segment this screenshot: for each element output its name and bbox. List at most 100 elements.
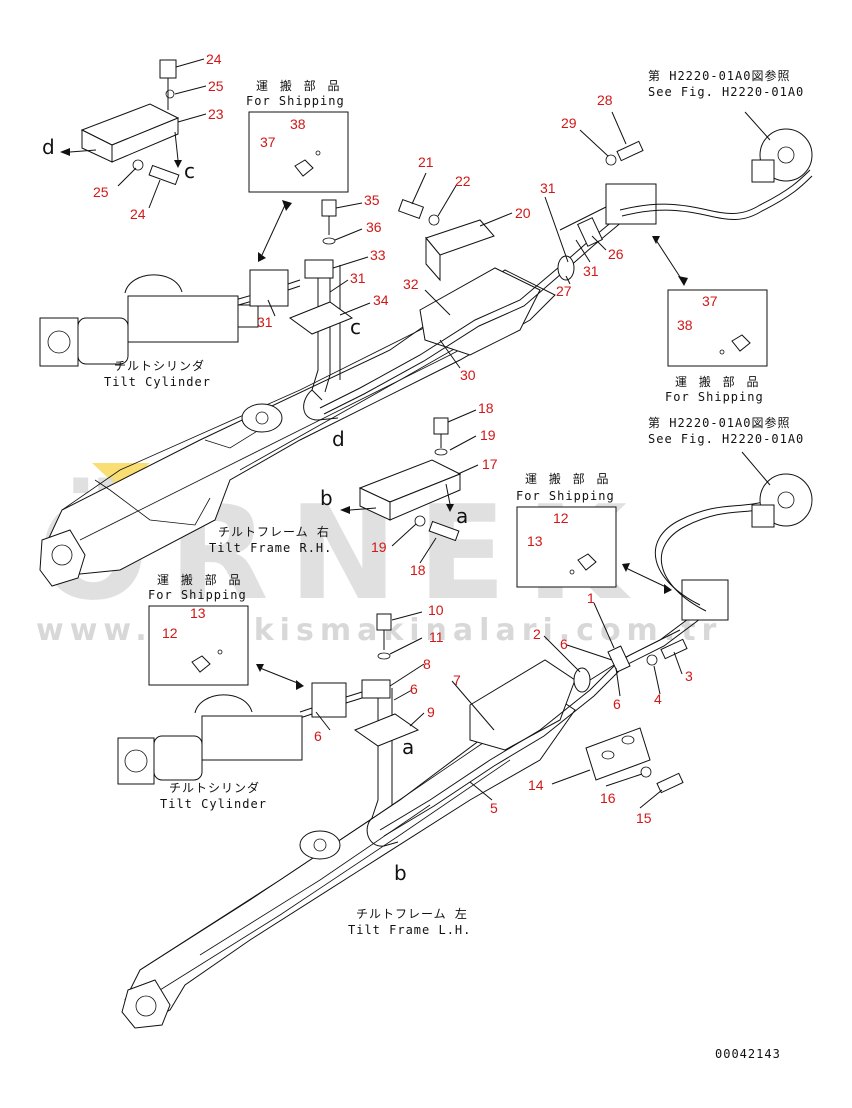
callout-6-center: 6 (410, 681, 418, 697)
shipping-box-lower-left (148, 605, 249, 686)
tilt-cylinder-label-jp-2: チルトシリンダ (169, 780, 260, 795)
bracket-14 (585, 727, 651, 781)
tilt-frame-rh-clevis (39, 529, 86, 587)
callout-38-upper-right: 38 (677, 317, 693, 333)
text-labels: 運 搬 部 品 For Shipping 運 搬 部 品 For Shippin… (104, 68, 804, 1061)
shipping-label-jp-1: 運 搬 部 品 (256, 78, 343, 93)
nut-12-left (191, 655, 211, 673)
detail-frame-hose-rh (605, 183, 657, 225)
part-number-callouts: 24 25 23 25 24 38 37 21 22 20 35 36 33 3… (93, 51, 718, 826)
bolt-28 (616, 140, 644, 162)
step-assembly-17 (340, 417, 462, 542)
callout-10: 10 (428, 602, 444, 618)
callout-14: 14 (528, 777, 544, 793)
washer-38 (315, 150, 321, 156)
callout-13-left: 13 (190, 605, 206, 621)
washer-4 (646, 654, 658, 666)
view-letter-d-top: d (42, 135, 55, 159)
washer-13 (569, 569, 575, 575)
callout-4: 4 (654, 691, 662, 707)
callout-38-upper-left: 38 (290, 116, 306, 132)
bolt-18-lower (428, 520, 460, 542)
bolt-3 (660, 638, 688, 660)
callout-33: 33 (370, 247, 386, 263)
bolt-10 (376, 613, 392, 631)
shipping-label-jp-4: 運 搬 部 品 (157, 572, 244, 587)
nut-37 (294, 159, 314, 177)
nut-12 (577, 553, 597, 571)
view-letter-b-step: b (320, 486, 333, 510)
fitting-6 (607, 645, 631, 673)
callout-19-top: 19 (480, 427, 496, 443)
washer-29 (605, 154, 617, 166)
washer-19-lower (414, 515, 426, 527)
callout-2: 2 (533, 626, 541, 642)
step-assembly-20 (397, 198, 495, 282)
leader-lines (117, 58, 683, 809)
ref-label-jp-2: 第 H2220-01A0図参照 (648, 415, 790, 430)
callout-11: 11 (429, 629, 444, 645)
callout-30: 30 (460, 367, 476, 383)
upper-assembly (39, 111, 813, 587)
washer-38-right (719, 349, 725, 355)
callout-22: 22 (455, 173, 471, 189)
ref-label-jp-1: 第 H2220-01A0図参照 (648, 68, 790, 83)
tilt-frame-rh-label-en: Tilt Frame R.H. (209, 541, 332, 555)
cover-7 (469, 659, 576, 751)
plate-9 (353, 713, 420, 747)
detail-frame-6 (311, 682, 347, 718)
nut-37-right (731, 334, 751, 352)
callout-37-upper-right: 37 (702, 293, 718, 309)
pivot-lug-lh (299, 830, 341, 860)
tilt-frame-lh-clevis (121, 979, 171, 1029)
ref-label-en-2: See Fig. H2220-01A0 (648, 432, 804, 446)
callout-25-top: 25 (208, 78, 224, 94)
watermark-accent (92, 463, 150, 490)
callout-9: 9 (427, 704, 435, 720)
callout-18-lower: 18 (410, 562, 426, 578)
callout-34: 34 (373, 292, 389, 308)
callout-31-left: 31 (257, 314, 273, 330)
drawing-number: 00042143 (715, 1047, 781, 1061)
view-letter-c-top: c (184, 159, 195, 183)
tilt-cylinder-rh-handle (124, 274, 183, 294)
callout-24-top: 24 (206, 51, 222, 67)
detail-frame-31 (249, 269, 289, 307)
tilt-cylinder-lh-head (153, 735, 203, 781)
fitting-26 (577, 217, 603, 247)
callout-5: 5 (490, 800, 498, 816)
tilt-cylinder-lh-handle (194, 694, 253, 714)
callout-28: 28 (597, 92, 613, 108)
shipping-label-en-4: For Shipping (148, 588, 247, 602)
callout-19-lower: 19 (371, 539, 387, 555)
motor-valve-lower (751, 504, 775, 528)
tilt-cylinder-lh-tube (201, 715, 303, 761)
callout-18-top: 18 (478, 400, 494, 416)
washer-19-top (434, 448, 448, 456)
callout-27: 27 (556, 283, 572, 299)
callout-29: 29 (561, 115, 577, 131)
tilt-cylinder-label-en-2: Tilt Cylinder (160, 797, 267, 811)
shipping-label-en-3: For Shipping (516, 489, 615, 503)
callout-6-left: 6 (314, 728, 322, 744)
callout-17: 17 (482, 456, 498, 472)
callout-25-lower: 25 (93, 184, 109, 200)
shipping-label-jp-2: 運 搬 部 品 (675, 374, 762, 389)
tilt-frame-rh-label-jp: チルトフレーム 右 (218, 524, 330, 539)
step-assembly-23 (60, 59, 182, 186)
tilt-cylinder-lh-mount (117, 737, 155, 785)
view-letter-d-frame: d (332, 427, 345, 451)
tilt-cylinder-rh-head (77, 317, 129, 365)
washer-25-lower (132, 159, 144, 171)
callout-12-left: 12 (162, 625, 178, 641)
washer-13-left (217, 649, 223, 655)
shipping-box-upper-right (667, 289, 768, 367)
ref-label-en-1: See Fig. H2220-01A0 (648, 85, 804, 99)
clamp-8 (361, 679, 391, 699)
plate-34 (288, 301, 354, 335)
bolt-24-top (159, 59, 177, 79)
tilt-cylinder-label-jp-1: チルトシリンダ (114, 358, 205, 373)
callout-8: 8 (423, 656, 431, 672)
washer-25-top (165, 89, 175, 99)
